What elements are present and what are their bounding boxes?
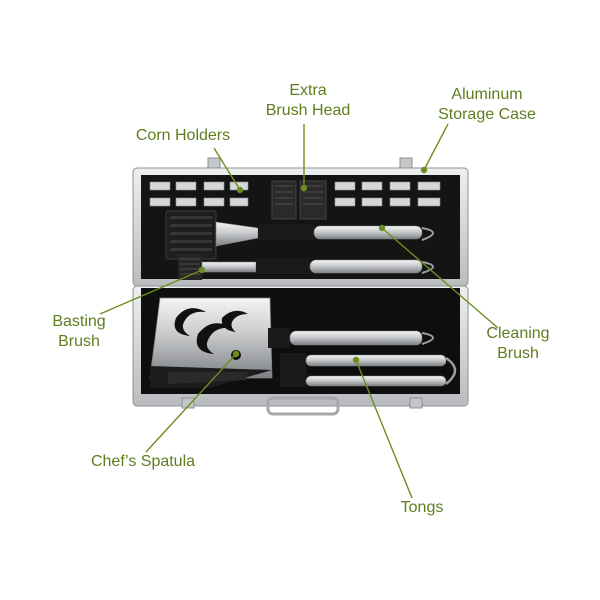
callout-line: Tongs bbox=[400, 499, 444, 516]
basting-brush bbox=[178, 254, 434, 280]
callout-line: Cleaning bbox=[486, 325, 550, 342]
callout-line: Storage Case bbox=[438, 106, 536, 123]
callout-line: Chef’s Spatula bbox=[90, 453, 196, 470]
callout-line: Corn Holders bbox=[135, 127, 231, 144]
chefs-spatula bbox=[149, 297, 434, 388]
callout-line: Extra bbox=[289, 82, 327, 99]
cleaning-brush bbox=[165, 210, 434, 260]
callout-aluminum-storage-case: Aluminum Storage Case bbox=[432, 85, 542, 125]
callout-line: Brush bbox=[497, 345, 539, 362]
callout-basting-brush: Basting Brush bbox=[44, 312, 114, 352]
callout-line: Basting bbox=[52, 313, 106, 330]
callout-cleaning-brush: Cleaning Brush bbox=[478, 324, 558, 364]
callout-corn-holders: Corn Holders bbox=[128, 126, 238, 146]
callout-leaders bbox=[99, 123, 499, 499]
callout-extra-brush-head: Extra Brush Head bbox=[258, 81, 358, 121]
callout-line: Aluminum bbox=[451, 86, 523, 103]
callout-line: Brush bbox=[58, 333, 100, 350]
extra-brush-heads bbox=[271, 180, 327, 220]
callout-tongs: Tongs bbox=[392, 498, 452, 518]
corn-holders bbox=[149, 181, 441, 207]
callout-chefs-spatula: Chef’s Spatula bbox=[78, 452, 208, 472]
tongs bbox=[168, 353, 457, 387]
callout-line: Brush Head bbox=[265, 102, 351, 119]
